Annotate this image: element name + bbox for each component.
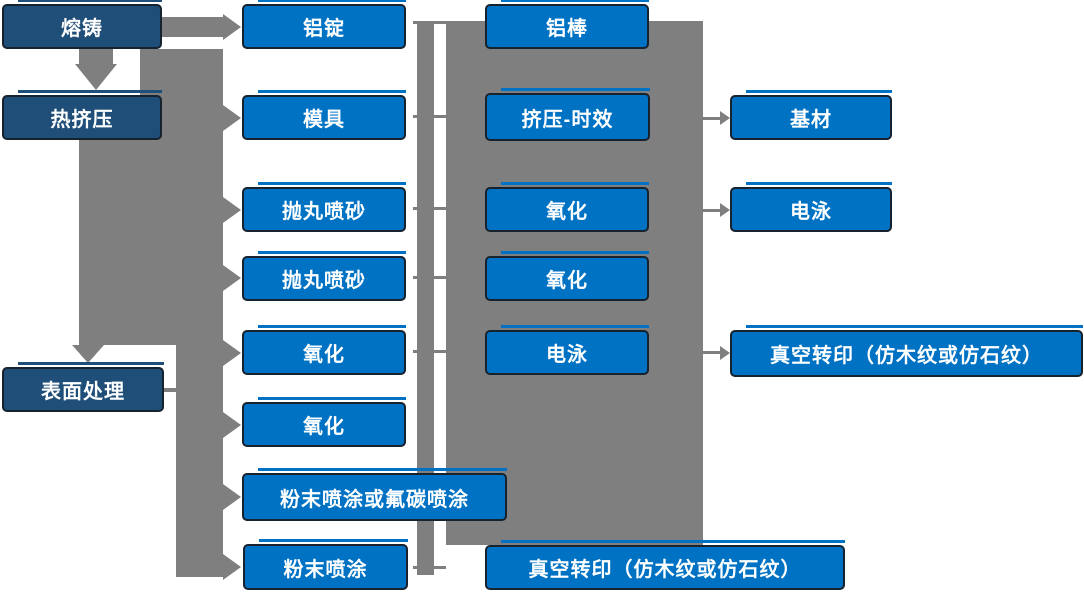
- node-electrophoresis-1: 电泳: [485, 325, 649, 375]
- connector-rongzhu-down-shaft: [79, 49, 113, 66]
- node-extrusion-aging: 挤压-时效: [485, 88, 650, 141]
- arrow-down-icon: [75, 64, 117, 90]
- connector-tick: [413, 350, 446, 353]
- arrow-right-icon: [720, 111, 730, 125]
- arrow-right-icon: [223, 484, 241, 510]
- connector-tick: [413, 21, 446, 24]
- node-mold: 模具: [242, 90, 406, 140]
- node-shot-blasting-1: 抛丸喷砂: [242, 182, 406, 232]
- arrow-right-icon: [720, 203, 730, 217]
- node-vacuum-transfer-print-1: 真空转印（仿木纹或仿石纹）: [485, 540, 845, 590]
- arrow-right-icon: [223, 14, 241, 40]
- connector-bridge: [140, 49, 223, 95]
- node-shot-blasting-2: 抛丸喷砂: [242, 251, 406, 301]
- node-vacuum-transfer-print-2: 真空转印（仿木纹或仿石纹）: [730, 325, 1083, 377]
- connector-middle-rail: [417, 21, 434, 575]
- arrow-right-icon: [223, 412, 241, 438]
- node-powder-or-fluorocarbon-coating: 粉末喷涂或氟碳喷涂: [242, 468, 507, 521]
- node-base-material: 基材: [730, 90, 892, 140]
- node-aluminum-ingot: 铝锭: [242, 0, 406, 49]
- arrow-down-icon: [72, 345, 104, 363]
- node-oxidation-1: 氧化: [242, 325, 406, 375]
- connector-rongzhu-right-shaft: [161, 17, 223, 37]
- node-powder-coating: 粉末喷涂: [243, 539, 408, 590]
- connector-surface-treatment-link: [164, 388, 176, 392]
- connector-tick: [413, 115, 446, 118]
- node-electrophoresis-2: 电泳: [730, 182, 892, 232]
- node-surface-treatment: 表面处理: [2, 362, 164, 412]
- arrow-right-icon: [223, 265, 241, 291]
- arrow-right-icon: [223, 554, 241, 580]
- arrow-right-icon: [720, 346, 730, 360]
- connector-tick: [413, 207, 446, 210]
- connector-thin-shaft: [703, 209, 720, 212]
- connector-thin-shaft: [703, 117, 720, 120]
- arrow-right-icon: [223, 197, 241, 223]
- node-oxidation-4: 氧化: [485, 251, 649, 301]
- connector-thin-shaft: [703, 351, 720, 354]
- arrow-right-icon: [223, 340, 241, 366]
- connector-left-rail-lower: [176, 345, 223, 577]
- connector-tick: [413, 276, 446, 279]
- node-melting-casting: 熔铸: [2, 0, 162, 49]
- node-hot-extrusion: 热挤压: [2, 90, 162, 140]
- node-oxidation-3: 氧化: [485, 182, 649, 232]
- arrow-right-icon: [223, 105, 241, 131]
- node-oxidation-2: 氧化: [242, 397, 406, 447]
- node-aluminum-rod: 铝棒: [485, 0, 649, 49]
- connector-tick: [413, 566, 446, 569]
